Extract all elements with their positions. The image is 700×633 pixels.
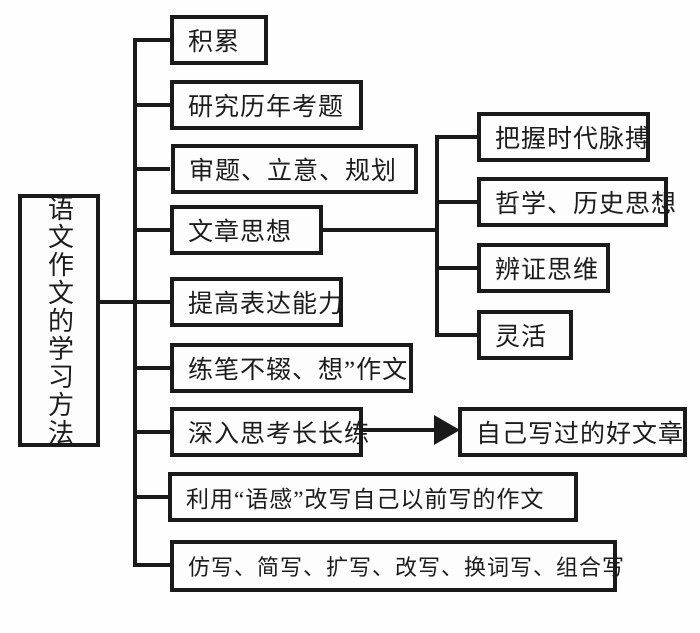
branch-node-deep-thinking-practice: 深入思考长长练 [170, 407, 369, 457]
subbranch-connector-line [435, 200, 478, 204]
arrow-target-node-good-articles: 自己写过的好文章 [458, 407, 687, 457]
branch-node-topic-intent-planning: 审题、立意、规划 [171, 144, 418, 194]
subtree-trunk-line [435, 135, 439, 337]
arrow-line [363, 428, 438, 432]
branch-connector-line [133, 228, 170, 232]
branch-node-accumulation: 积累 [170, 15, 268, 65]
branch-node-expression-ability: 提高表达能力 [170, 277, 343, 327]
subbranch-connector-line [435, 266, 478, 270]
branch-node-language-sense-rewrite: 利用“语感”改写自己以前写的作文 [168, 472, 578, 522]
branch-node-article-thought: 文章思想 [170, 205, 323, 255]
branch-connector-line [133, 167, 170, 171]
branch-connector-line [133, 430, 170, 434]
subbranch-node-dialectical-thinking: 辨证思维 [477, 243, 610, 293]
branch-connector-line [133, 563, 170, 567]
branch-connector-line [133, 38, 170, 42]
branch-node-writing-methods: 仿写、简写、扩写、改写、换词写、组合写 [170, 540, 624, 592]
root-node: 语文作文的学习方法 [18, 194, 100, 447]
subbranch-connector-line [435, 135, 478, 139]
subbranch-node-philosophy-history: 哲学、历史思想 [477, 177, 676, 227]
branch-node-constant-practice: 练笔不辍、想”作文 [170, 343, 413, 393]
branch-connector-line [133, 495, 170, 499]
subbranch-node-era-pulse: 把握时代脉搏 [477, 112, 650, 162]
root-connector-line [100, 300, 170, 304]
branch-connector-line [133, 103, 170, 107]
subbranch-node-flexibility: 灵活 [477, 310, 573, 360]
branch-node-past-exam-questions: 研究历年考题 [170, 80, 363, 130]
subtree-connector-line [323, 228, 439, 232]
subbranch-connector-line [435, 333, 478, 337]
branch-connector-line [133, 366, 170, 370]
arrowhead-icon [434, 415, 460, 445]
